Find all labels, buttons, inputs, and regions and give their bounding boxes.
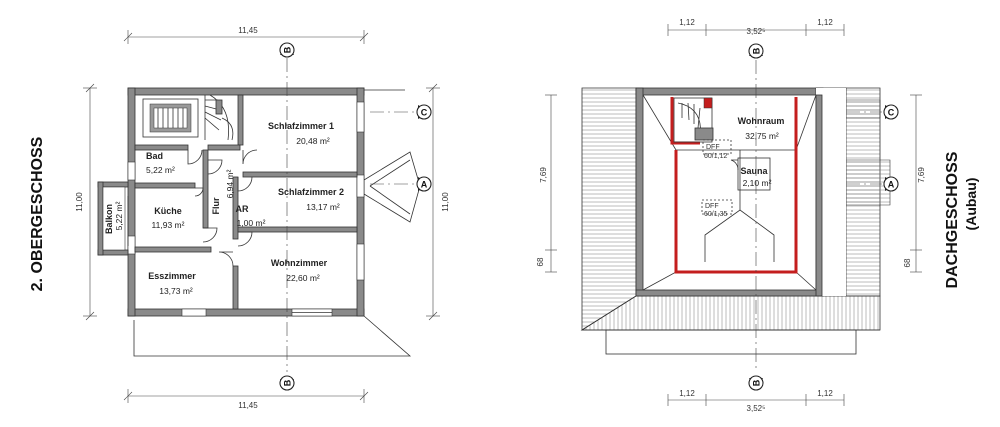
room-flur: Flur 6,94 m² [211, 169, 235, 214]
right-marker-a-label: A [888, 180, 895, 190]
marker-a-label: A [421, 180, 428, 190]
left-dim-top-label: 11,45 [238, 26, 258, 35]
room-bad-name: Bad [146, 151, 163, 161]
room-wohnraum-name: Wohnraum [738, 116, 785, 126]
room-esszimmer: Esszimmer 13,73 m² [148, 271, 196, 296]
left-balcony [97, 181, 129, 256]
right-section-marker-c: C [883, 104, 899, 120]
right-marker-c-label: C [888, 108, 895, 118]
left-section-marker-a: A [416, 176, 432, 192]
right-dim-bottom-2: 3,52⁵ [747, 404, 766, 413]
right-marker-b-top-label: B [752, 47, 762, 54]
right-dim-bottom-1: 1,12 [679, 389, 695, 398]
left-dimension-top: 11,45 [123, 26, 369, 44]
dff2-label: DFF [705, 203, 719, 210]
right-plan-title: DACHGESCHOSS [944, 151, 961, 288]
left-dim-right-label: 11,00 [441, 192, 450, 212]
right-plan-subtitle: (Aubau) [963, 178, 979, 231]
room-bad: Bad 5,22 m² [146, 151, 175, 175]
right-floor-plan: 1,12 3,52⁵ 1,12 1,12 3,52⁵ 1,12 7,69 68 [536, 18, 979, 413]
left-dimension-left: 11,00 [75, 83, 97, 321]
right-dimension-bottom: 1,12 3,52⁵ 1,12 [667, 389, 845, 413]
room-balkon-area: 5,22 m² [114, 201, 124, 230]
room-schlafzimmer2-area: 13,17 m² [306, 202, 340, 212]
dff2-size: 60/1,35 [704, 211, 727, 218]
right-dim-right-small: 68 [903, 258, 912, 267]
left-doors [187, 149, 258, 267]
right-dim-top-3: 1,12 [817, 18, 833, 27]
left-dim-bottom-label: 11,45 [238, 401, 258, 410]
room-schlafzimmer2-name: Schlafzimmer 2 [278, 187, 344, 197]
room-ar: AR 1,00 m² [236, 204, 266, 228]
room-schlafzimmer1-area: 20,48 m² [296, 136, 330, 146]
dff1-label: DFF [706, 144, 720, 151]
room-sauna-name: Sauna [740, 166, 768, 176]
right-walls [635, 87, 847, 297]
room-ar-name: AR [236, 204, 249, 214]
left-dimension-bottom: 11,45 [123, 389, 369, 410]
right-dimension-right: 7,69 68 [903, 94, 926, 273]
room-sauna-area: 2,10 m² [743, 178, 772, 188]
room-sauna: Sauna 2,10 m² [740, 166, 771, 188]
room-schlafzimmer1-name: Schlafzimmer 1 [268, 121, 334, 131]
room-ar-area: 1,00 m² [237, 218, 266, 228]
room-flur-area: 6,94 m² [225, 169, 235, 198]
right-dim-top-2: 3,52⁵ [747, 27, 766, 36]
room-wohnzimmer-name: Wohnzimmer [271, 258, 328, 268]
right-roof-slopes [580, 87, 891, 355]
room-wohnzimmer-area: 22,60 m² [286, 273, 320, 283]
right-dim-left-small: 68 [536, 257, 545, 266]
room-kueche-name: Küche [154, 206, 182, 216]
right-dim-right-main: 7,69 [917, 167, 926, 183]
marker-c-label: C [421, 108, 428, 118]
left-section-lines [286, 58, 414, 372]
room-flur-name: Flur [211, 197, 221, 214]
dff1-size: 60/1,12 [704, 153, 727, 160]
room-wohnraum-area: 32,75 m² [745, 131, 779, 141]
right-section-marker-a: A [883, 176, 899, 192]
marker-b-bottom-label: B [283, 379, 293, 386]
room-kueche-area: 11,93 m² [152, 220, 185, 230]
left-plan-title: 2. OBERGESCHOSS [29, 136, 46, 291]
right-section-lines [755, 60, 882, 372]
right-staircase [673, 97, 714, 143]
left-staircase [142, 94, 234, 141]
right-section-marker-b-bottom: B [748, 375, 764, 391]
left-section-marker-b-top: B [279, 42, 295, 58]
marker-b-top-label: B [283, 46, 293, 53]
right-new-walls [670, 97, 798, 274]
room-esszimmer-name: Esszimmer [148, 271, 196, 281]
room-wohnraum: Wohnraum 32,75 m² [738, 116, 785, 141]
room-bad-area: 5,22 m² [146, 165, 175, 175]
right-dimension-left: 7,69 68 [536, 94, 557, 273]
left-section-marker-b-bottom: B [279, 375, 295, 391]
room-balkon-name: Balkon [104, 204, 114, 234]
left-dimension-right: 11,00 [426, 83, 450, 321]
room-esszimmer-area: 13,73 m² [159, 286, 193, 296]
right-dim-bottom-3: 1,12 [817, 389, 833, 398]
left-section-marker-c: C [416, 104, 432, 120]
right-dimension-top: 1,12 3,52⁵ 1,12 [667, 18, 845, 36]
right-dim-top-1: 1,12 [679, 18, 695, 27]
room-schlafzimmer1: Schlafzimmer 1 20,48 m² [268, 121, 334, 146]
left-interior-walls [134, 94, 358, 310]
right-marker-b-bottom-label: B [752, 379, 762, 386]
left-windows [127, 101, 365, 317]
right-sauna-box [730, 157, 771, 191]
room-kueche: Küche 11,93 m² [152, 206, 185, 230]
left-floor-plan: 11,45 11,45 11,00 11,00 [29, 26, 450, 410]
right-dim-left-main: 7,69 [539, 167, 548, 183]
room-wohnzimmer: Wohnzimmer 22,60 m² [271, 258, 328, 283]
right-roof-windows: DFF 60/1,12 DFF 60/1,35 [701, 139, 733, 218]
left-dim-left-label: 11,00 [75, 192, 84, 212]
right-section-marker-b-top: B [748, 43, 764, 59]
room-balkon: Balkon 5,22 m² [104, 201, 124, 234]
room-schlafzimmer2: Schlafzimmer 2 13,17 m² [278, 187, 344, 212]
